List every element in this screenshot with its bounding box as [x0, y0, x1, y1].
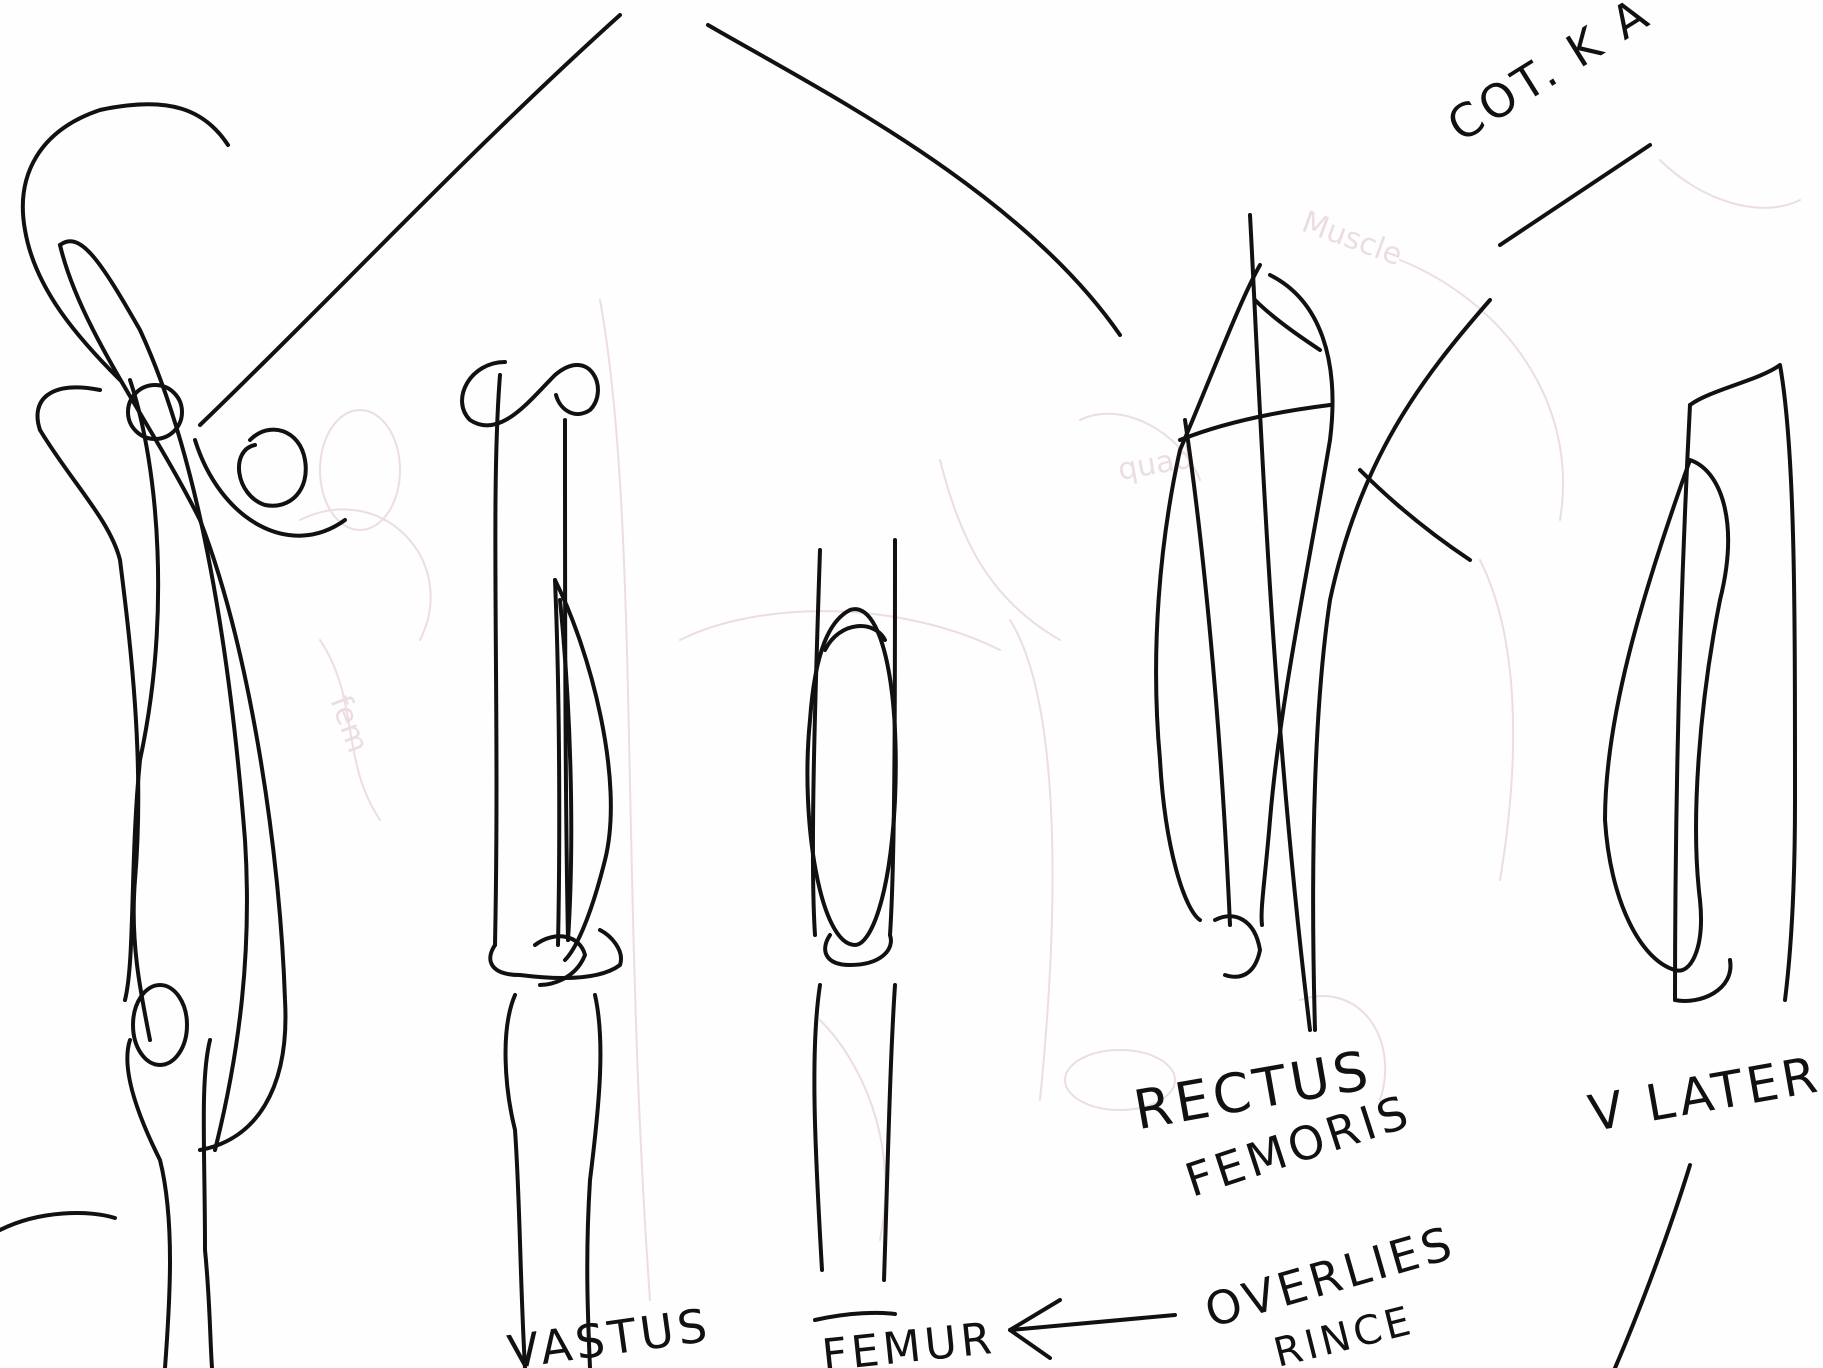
label-underline: [815, 1313, 895, 1320]
sartorius-muscle: [60, 245, 285, 1150]
femur-shaft: [495, 375, 500, 945]
hip-curve: [1313, 300, 1490, 1030]
rectus-muscle: [807, 609, 895, 945]
tibia-outline: [127, 1040, 170, 1368]
upper-outline-stroke: [708, 25, 1120, 335]
femur-head: [462, 362, 598, 425]
rectus-muscle: [1180, 405, 1330, 440]
vastus-muscle: [1605, 460, 1728, 971]
femur-outline: [40, 430, 150, 1040]
tibia-outline: [884, 985, 895, 1280]
vastus-muscle: [555, 580, 559, 945]
ground-stroke: [0, 1213, 115, 1230]
tibia-outline: [506, 995, 525, 1368]
hip-curve: [1360, 470, 1470, 560]
patella: [1215, 916, 1260, 976]
svg-text:fem: fem: [322, 691, 375, 758]
svg-text:quad: quad: [1115, 440, 1195, 488]
knee-joint: [1675, 960, 1730, 1001]
femur-shaft: [1185, 420, 1230, 925]
leg-line: [1615, 1165, 1690, 1368]
label-underline: [1500, 145, 1650, 245]
rectus-muscle: [825, 626, 885, 650]
sartorius-muscle: [60, 241, 247, 1150]
pelvis-loop: [23, 104, 228, 380]
bleed-through-marks: Muscle quad fem: [300, 160, 1800, 1300]
knee-joint: [825, 935, 891, 965]
femur-outline: [125, 380, 158, 1000]
upper-outline-stroke: [200, 15, 620, 425]
ink-strokes: [0, 15, 1795, 1368]
acetabulum-curl: [239, 430, 306, 506]
femur-head: [38, 387, 101, 430]
tibia-outline: [204, 1040, 212, 1368]
svg-text:Muscle: Muscle: [1297, 205, 1407, 273]
rectus-muscle: [1255, 300, 1320, 350]
tibia-outline: [814, 985, 822, 1270]
